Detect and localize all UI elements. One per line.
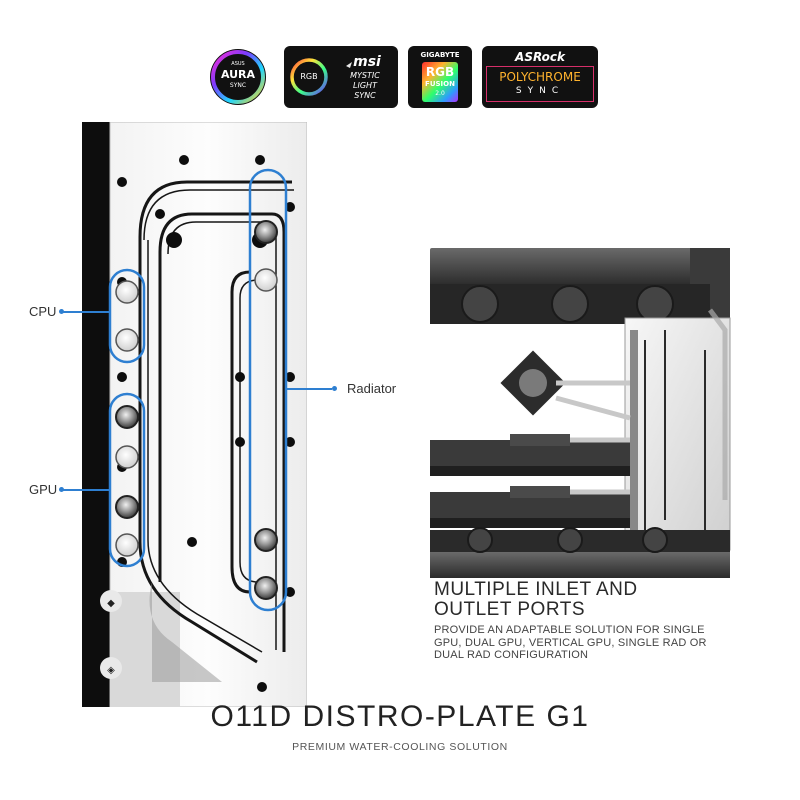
msi-rgb-ring-icon: [290, 58, 352, 96]
fusion-version-text: 2.0: [435, 90, 445, 97]
gigabyte-rgb-text: RGB: [425, 65, 455, 79]
product-subtitle: PREMIUM WATER-COOLING SOLUTION: [292, 741, 508, 753]
svg-text:◈: ◈: [107, 665, 115, 676]
msi-sync-text: SYNC: [354, 91, 376, 100]
case-render-image: [420, 240, 750, 580]
radiator-callout-dot: [332, 386, 337, 391]
feature-title-line1: MULTIPLE INLET AND: [434, 579, 638, 600]
distro-plate-illustration: ◆ ◈: [82, 121, 308, 708]
msi-brand-text: msi: [353, 54, 381, 70]
radiator-callout-line: [286, 388, 332, 390]
asrock-sync-text: SYNC: [515, 86, 565, 96]
product-title: O11D DISTRO-PLATE G1: [210, 700, 590, 733]
msi-rgb-text: RGB: [300, 72, 318, 81]
polychrome-box: [486, 66, 594, 102]
gpu-callout-label: GPU: [29, 482, 58, 497]
feature-title-line2: OUTLET PORTS: [434, 599, 585, 620]
asus-aura-sync-logo: ASUS AURA SYNC: [206, 46, 270, 108]
asrock-brand-text: ASRock: [515, 50, 565, 64]
cpu-callout-line: [62, 311, 110, 313]
aura-sync-text: SYNC: [229, 82, 247, 89]
aura-ring-icon: [210, 49, 266, 105]
light-text: LIGHT: [353, 81, 377, 90]
case-render-illustration: [430, 248, 731, 578]
feature-description: PROVIDE AN ADAPTABLE SOLUTION FOR SINGLE…: [434, 624, 707, 661]
fusion-badge: [422, 62, 458, 102]
asus-top-text: ASUS: [231, 61, 245, 67]
gpu-callout-dot: [59, 487, 64, 492]
gigabyte-text: GIGABYTE: [420, 51, 460, 59]
cpu-callout-dot: [59, 309, 64, 314]
msi-mystic-light-logo: RGB msi MYSTIC LIGHT SYNC: [284, 46, 398, 108]
svg-text:◆: ◆: [107, 598, 115, 609]
aura-text: AURA: [220, 68, 256, 81]
distro-plate-image: ◆ ◈: [82, 121, 308, 708]
asrock-polychrome-logo: ASRock POLYCHROME SYNC: [482, 46, 598, 108]
radiator-callout-label: Radiator: [347, 381, 397, 396]
cpu-callout-label: CPU: [29, 304, 57, 319]
mystic-text: MYSTIC: [350, 71, 380, 80]
polychrome-text: POLYCHROME: [499, 70, 581, 84]
gpu-callout-line: [62, 489, 110, 491]
fusion-text: FUSION: [425, 80, 455, 88]
gigabyte-rgb-fusion-logo: GIGABYTE RGB FUSION 2.0: [408, 46, 472, 108]
